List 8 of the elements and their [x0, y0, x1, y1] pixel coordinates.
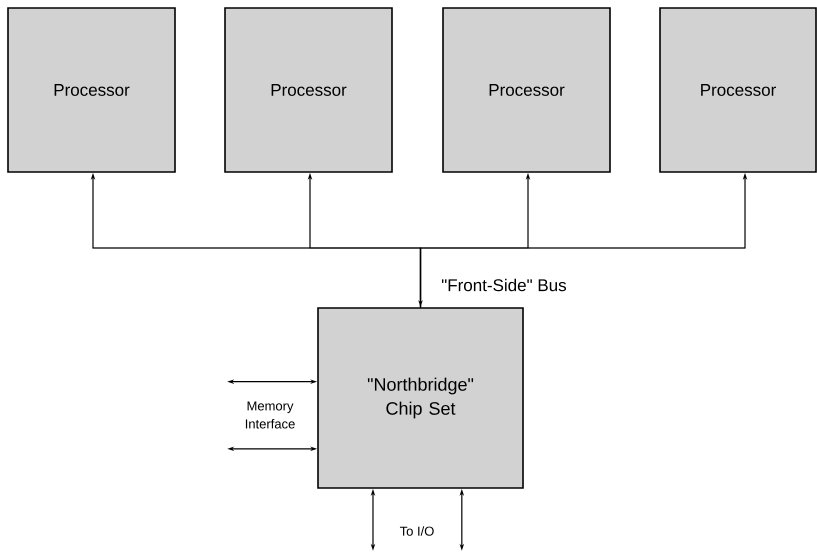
chip-box: Processor [659, 7, 817, 173]
io-label: To I/O [400, 526, 434, 536]
chip-box: Processor [7, 7, 176, 173]
interface-label: Memory Interface [246, 401, 295, 429]
chip-box: "Northbridge" Chip Set [317, 307, 524, 489]
chip-box: Processor [224, 7, 393, 173]
bus-label: "Front-Side" Bus [442, 278, 566, 292]
chip-box: Processor [442, 7, 611, 173]
